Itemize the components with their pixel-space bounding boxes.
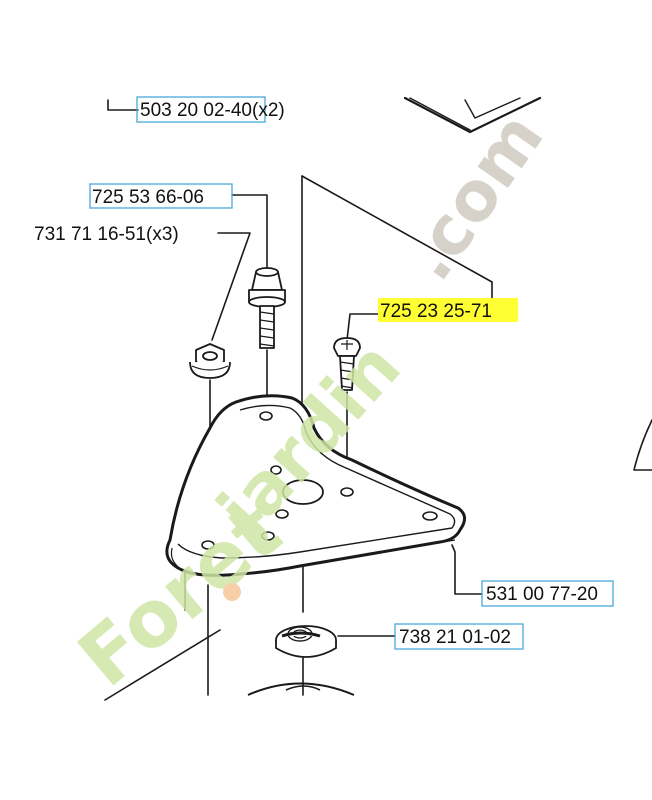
part-label-731-71-16-51: 731 71 16-51(x3) bbox=[34, 224, 179, 245]
part-label-725-53-66-06: 725 53 66-06 bbox=[92, 187, 204, 208]
leader-p1 bbox=[107, 99, 139, 111]
plate-hole bbox=[270, 465, 282, 475]
drawing-linework bbox=[104, 96, 652, 701]
part-number: 725 23 25-71 bbox=[380, 301, 492, 322]
part-number: 531 00 77-20 bbox=[486, 584, 598, 605]
plate-hole bbox=[261, 531, 275, 541]
watermark-text-com: .com bbox=[389, 99, 559, 295]
lower-hub-partial bbox=[247, 682, 355, 696]
highlight-p4 bbox=[378, 298, 518, 322]
plate-hole bbox=[259, 411, 273, 421]
hex-flange-nut bbox=[189, 343, 231, 379]
plate-holes bbox=[201, 411, 438, 550]
part-callouts: 503 20 02-40(x2) 725 53 66-06 731 71 16-… bbox=[34, 96, 614, 650]
part-number: 725 53 66-06 bbox=[92, 187, 204, 208]
part-label-725-23-25-71: 725 23 25-71 bbox=[380, 301, 492, 322]
shaft-guide-line bbox=[301, 175, 493, 301]
plate-hole bbox=[201, 540, 215, 550]
plate-hole bbox=[275, 509, 289, 519]
callout-box-p1 bbox=[136, 96, 266, 123]
part-label-738-21-01-02: 738 21 01-02 bbox=[399, 627, 511, 648]
plate-hole bbox=[422, 511, 438, 521]
part-qty: (x3) bbox=[146, 224, 179, 245]
part-label-531-00-77-20: 531 00 77-20 bbox=[486, 584, 598, 605]
callout-box-p5 bbox=[481, 580, 614, 607]
hex-flange-bolt bbox=[248, 267, 286, 349]
part-number: 503 20 02-40 bbox=[140, 100, 252, 121]
right-edge-arc bbox=[633, 419, 652, 471]
watermark-dot bbox=[223, 583, 241, 601]
housing-corner-outline bbox=[403, 96, 542, 134]
plate-center-hole bbox=[282, 479, 324, 505]
leader-p4 bbox=[346, 313, 379, 341]
part-number: 738 21 01-02 bbox=[399, 627, 511, 648]
callout-box-p6 bbox=[394, 623, 524, 650]
pan-head-screw bbox=[333, 337, 361, 391]
part-label-503-20-02-40: 503 20 02-40(x2) bbox=[140, 100, 285, 121]
leader-p2 bbox=[231, 194, 268, 269]
ball-bearing bbox=[275, 625, 337, 658]
callout-box-p2 bbox=[89, 183, 233, 209]
plate-hole bbox=[340, 487, 354, 497]
leader-p5 bbox=[451, 544, 483, 595]
part-number: 731 71 16-51 bbox=[34, 224, 146, 245]
leader-p3 bbox=[211, 232, 251, 341]
part-qty: (x2) bbox=[252, 100, 285, 121]
